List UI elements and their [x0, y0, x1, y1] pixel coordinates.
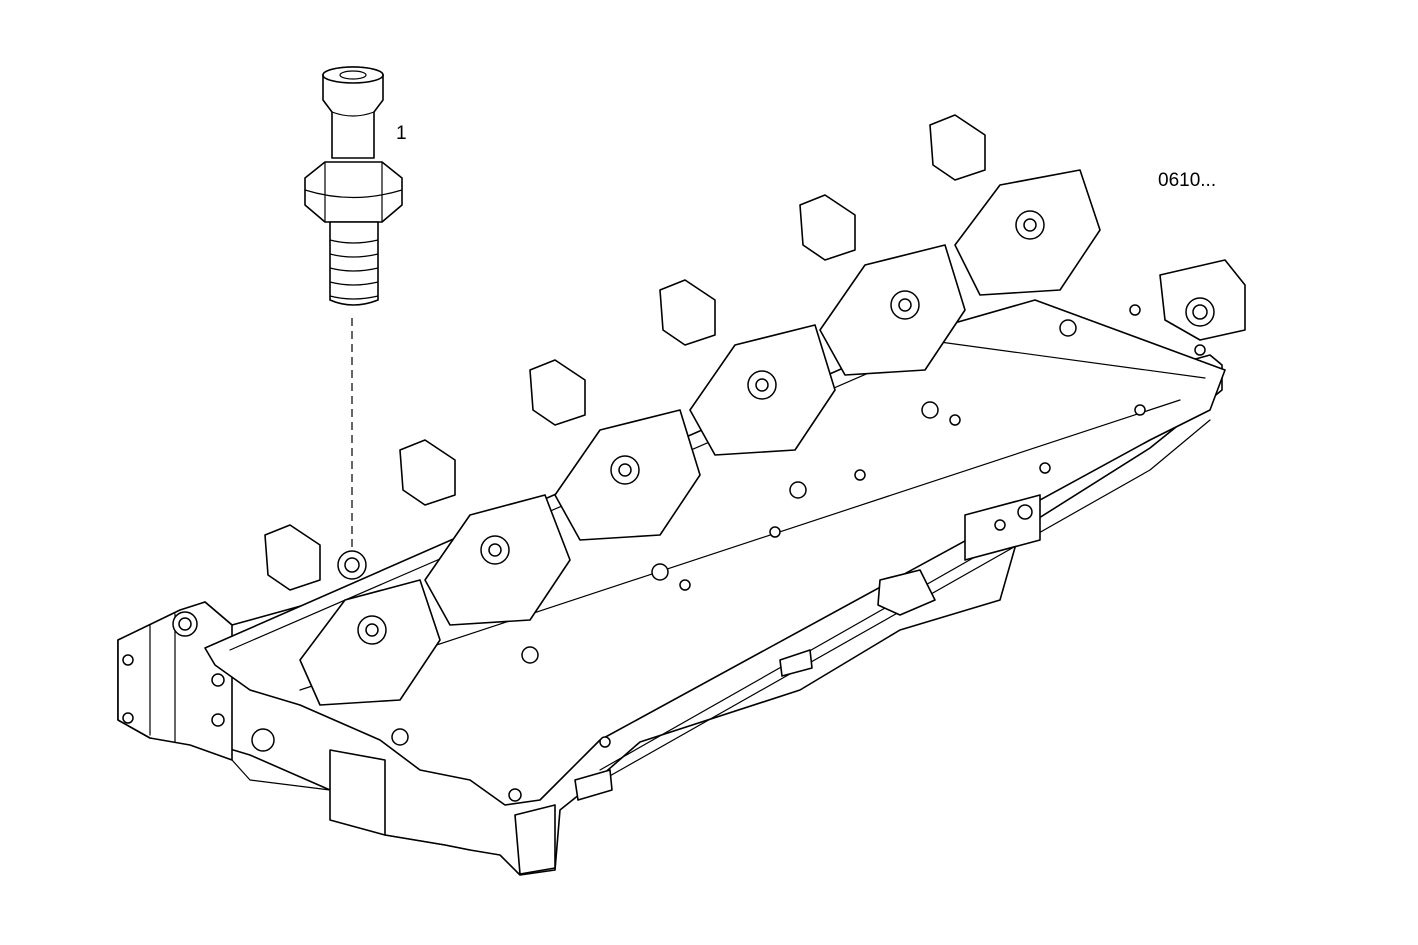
callout-number: 1 [396, 123, 407, 144]
threaded-stud-bolt-icon [304, 66, 403, 306]
cylinder-head-gasket-plate-icon [117, 114, 1246, 876]
diagram-reference-code: 0610... [1158, 170, 1217, 191]
